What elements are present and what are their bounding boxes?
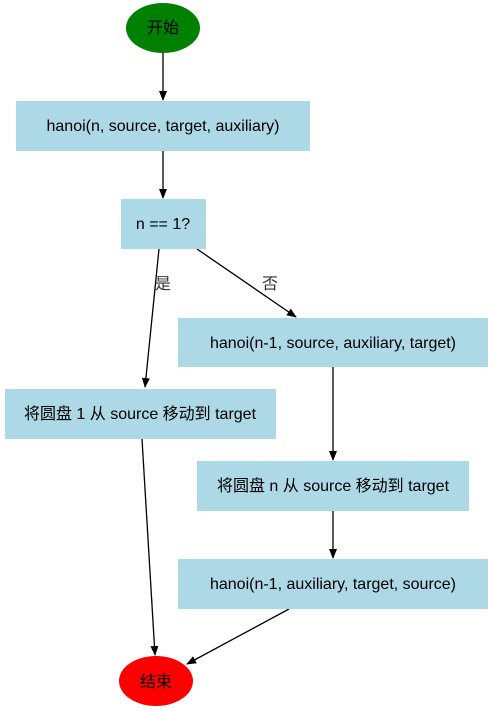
recurse-first-node[interactable]: hanoi(n-1, source, auxiliary, target)	[178, 318, 488, 367]
edge-label-no: 否	[262, 274, 278, 293]
edge-label-yes: 是	[155, 274, 171, 293]
hanoi-call-node[interactable]: hanoi(n, source, target, auxiliary)	[16, 101, 310, 151]
edges	[141, 53, 337, 665]
edge-move-one-to-end	[141, 438, 159, 656]
end-node-shape	[119, 656, 193, 706]
start-node[interactable]: 开始	[126, 3, 200, 53]
start-node-shape	[126, 3, 200, 53]
move-one-node[interactable]: 将圆盘 1 从 source 移动到 target	[5, 389, 276, 439]
decision-node-shape	[121, 199, 206, 249]
recurse-second-node-label: hanoi(n-1, auxiliary, target, source)	[210, 576, 456, 593]
hanoi-call-node-label: hanoi(n, source, target, auxiliary)	[47, 118, 280, 135]
move-n-node[interactable]: 将圆盘 n 从 source 移动到 target	[197, 461, 469, 511]
move-n-node-shape	[197, 461, 469, 511]
move-n-node-label: 将圆盘 n 从 source 移动到 target	[217, 476, 450, 495]
move-one-node-label: 将圆盘 1 从 source 移动到 target	[24, 404, 257, 423]
edge-decision-yes	[141, 248, 160, 388]
edge-decision-no	[196, 248, 297, 318]
recurse-first-node-label: hanoi(n-1, source, auxiliary, target)	[210, 335, 456, 352]
decision-node[interactable]: n == 1?	[121, 199, 206, 249]
move-one-node-shape	[5, 389, 276, 439]
edge-recurse-second-to-end	[186, 608, 290, 665]
end-node-label: 结束	[140, 673, 172, 691]
hanoi-call-node-shape	[16, 101, 310, 151]
recurse-second-node[interactable]: hanoi(n-1, auxiliary, target, source)	[178, 559, 488, 609]
start-node-label: 开始	[147, 19, 179, 37]
recurse-second-node-shape	[178, 559, 488, 609]
end-node[interactable]: 结束	[119, 656, 193, 706]
decision-node-label: n == 1?	[136, 216, 190, 233]
recurse-first-node-shape	[178, 318, 488, 367]
